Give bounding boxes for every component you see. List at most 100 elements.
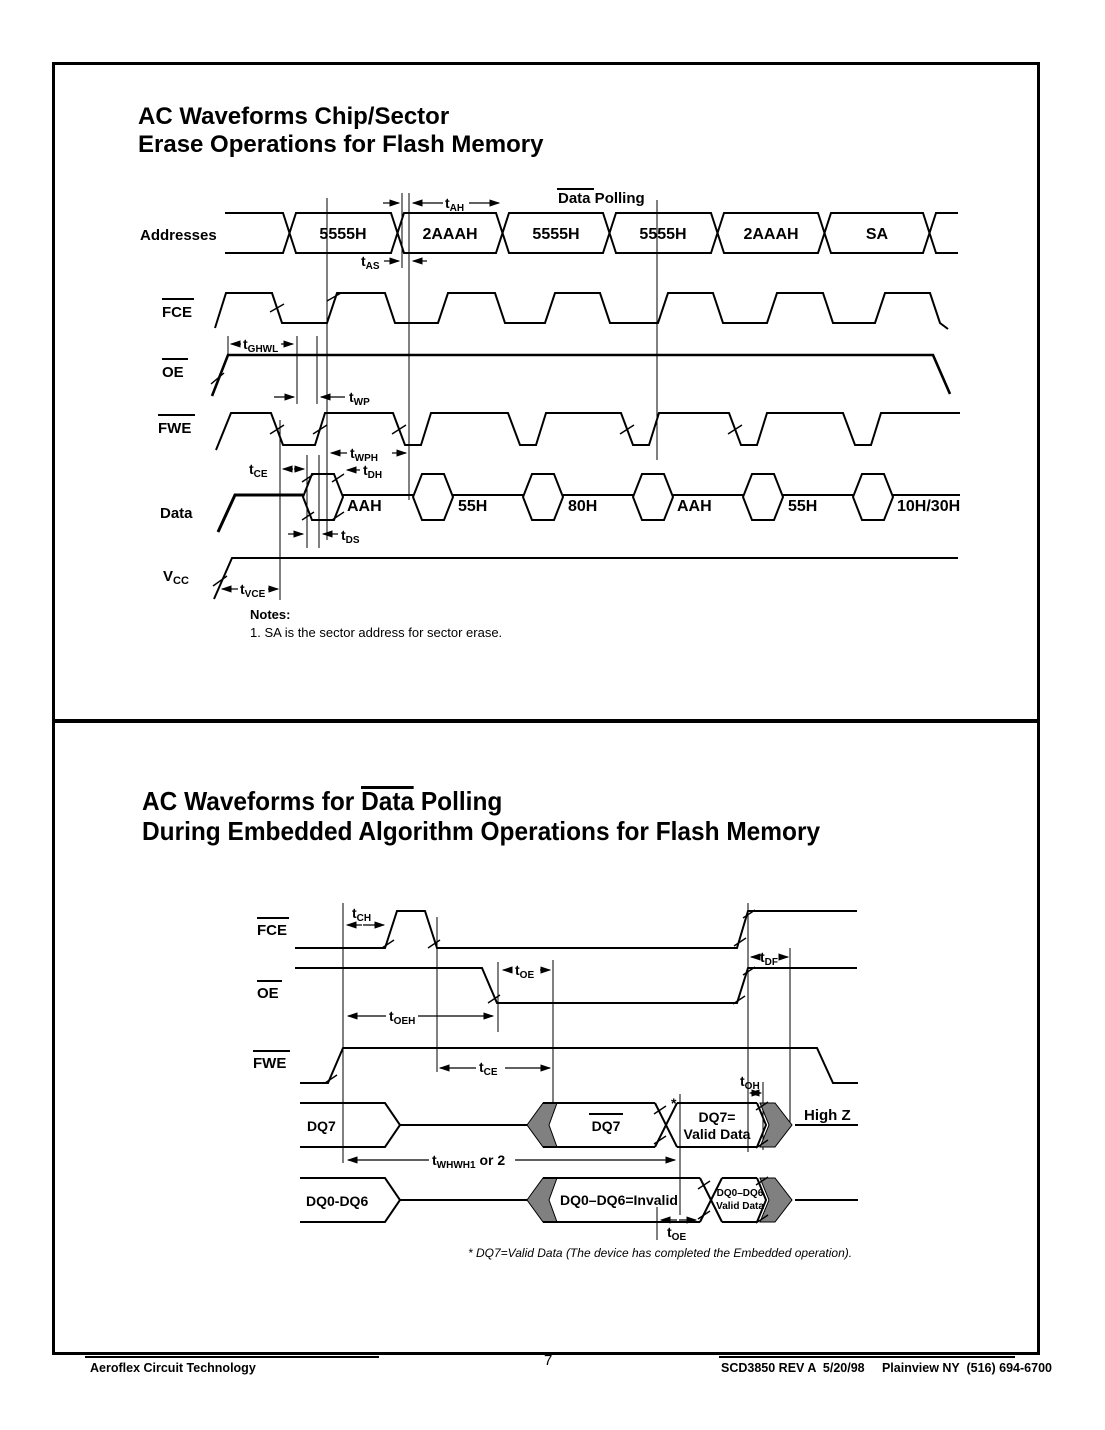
footer-rule-right [719, 1356, 1015, 1358]
addr-value: 2AAAH [743, 226, 798, 243]
addr-value: 5555H [639, 226, 686, 243]
polling-timing-diagram: FCE tCH tDF OE tOE tOEH FWE [253, 903, 858, 1243]
svg-text:tDH: tDH [363, 462, 382, 481]
svg-text:tAS: tAS [361, 253, 380, 272]
data-value: 55H [788, 498, 817, 515]
timing-twph: tWPH [329, 445, 408, 464]
svg-text:Data Polling: Data Polling [558, 190, 645, 207]
erase-timing-diagram: Data Polling Addresses 5555H 2AAAH 5555H… [140, 188, 960, 600]
polling-section-title: AC Waveforms for Data Polling During Emb… [142, 786, 820, 846]
data-value: AAH [677, 498, 712, 515]
data-label: Data [160, 505, 193, 522]
addr-value: 5555H [319, 226, 366, 243]
dq7-label: DQ7 [307, 1118, 336, 1134]
page-border-frame [52, 62, 1040, 1355]
data-waveform: Data AAH 55H 80H AAH 55H 10H/30H [160, 473, 960, 533]
dq7-valid-line1: DQ7= [699, 1109, 736, 1125]
fce-label: FCE [162, 304, 192, 321]
overlined-data: Data [361, 786, 415, 816]
oe-waveform: OE [257, 966, 857, 1005]
addresses-label: Addresses [140, 227, 217, 244]
svg-text:tWPH: tWPH [350, 445, 378, 464]
svg-text:tVCE: tVCE [240, 581, 266, 600]
section-divider-rule [55, 719, 1037, 723]
vcc-label: VCC [163, 568, 189, 587]
oe-label: OE [257, 985, 279, 1002]
footer-rule-left [85, 1356, 379, 1358]
timing-toeh: tOEH [346, 1008, 495, 1027]
vcc-waveform: VCC [163, 557, 958, 600]
highz-transition-shade [759, 1102, 793, 1148]
fwe-waveform: FWE [253, 1047, 858, 1084]
dq7-bar-label: DQ7 [592, 1118, 621, 1134]
footnote: * DQ7=Valid Data (The device has complet… [468, 1246, 853, 1260]
polling-title-line1: AC Waveforms for Data Polling [142, 786, 503, 816]
star-marker: * [671, 1095, 677, 1111]
fce-waveform: FCE [257, 909, 857, 949]
svg-text:tCE: tCE [249, 461, 268, 480]
timing-tvce: tVCE [220, 581, 280, 600]
timing-tdh: tDH [345, 462, 382, 481]
data-value: 55H [458, 498, 487, 515]
notes-block: Notes: 1. SA is the sector address for s… [250, 606, 502, 642]
svg-text:tOH: tOH [740, 1073, 760, 1092]
addr-value: 5555H [532, 226, 579, 243]
timing-tdf: tDF [749, 949, 790, 968]
transition-shade [526, 1177, 558, 1223]
timing-tch: tCH [345, 905, 386, 929]
timing-tce: tCE [438, 1059, 552, 1078]
transition-shade [526, 1102, 558, 1148]
data-polling-header: Data Polling [557, 188, 645, 207]
notes-heading: Notes: [250, 607, 291, 622]
timing-tas: tAS [361, 253, 427, 272]
timing-tah: tAH [383, 195, 501, 214]
timing-toe: tOE [501, 962, 552, 981]
data-value: 80H [568, 498, 597, 515]
addr-value: SA [866, 226, 889, 243]
data-value: AAH [347, 498, 382, 515]
fwe-label: FWE [253, 1055, 286, 1072]
svg-text:tDS: tDS [341, 527, 360, 546]
addr-value: 2AAAH [422, 226, 477, 243]
svg-text:tCE: tCE [479, 1059, 498, 1078]
timing-tghwl: tGHWL [229, 336, 295, 355]
svg-text:tWP: tWP [349, 389, 370, 408]
oe-waveform: OE [162, 353, 952, 397]
timing-tds: tDS [288, 527, 360, 546]
footer-doc-ref: SCD3850 REV A 5/20/98 Plainview NY (516)… [721, 1361, 1052, 1375]
timing-tce: tCE [249, 461, 306, 480]
svg-text:tWHWH1 or 2: tWHWH1 or 2 [432, 1152, 505, 1171]
oe-label: OE [162, 364, 184, 381]
dq06-label: DQ0-DQ6 [306, 1193, 368, 1209]
svg-text:tAH: tAH [445, 195, 464, 214]
fce-label: FCE [257, 922, 287, 939]
erase-section-title: AC Waveforms Chip/Sector Erase Operation… [138, 103, 543, 159]
erase-title-line1: AC Waveforms Chip/Sector [138, 103, 450, 130]
polling-title-line2: During Embedded Algorithm Operations for… [142, 816, 821, 846]
dq06-invalid-label: DQ0–DQ6=Invalid [560, 1192, 678, 1208]
svg-text:tDF: tDF [760, 949, 778, 968]
svg-text:tOE: tOE [667, 1224, 686, 1243]
timing-toh: tOH [740, 1073, 763, 1097]
timing-toe2: tOE [659, 1216, 698, 1243]
dq7-valid-line2: Valid Data [684, 1126, 751, 1142]
svg-text:tCH: tCH [352, 905, 371, 924]
highz-transition-shade [759, 1177, 793, 1223]
notes-item: 1. SA is the sector address for sector e… [250, 625, 503, 640]
data-value: 10H/30H [897, 498, 960, 515]
highz-label: High Z [804, 1107, 851, 1124]
svg-text:tOEH: tOEH [389, 1008, 415, 1027]
addresses-waveform: Addresses 5555H 2AAAH 5555H 5555H 2AAAH … [140, 212, 958, 254]
dq0-dq6-waveform: DQ0-DQ6 DQ0–DQ6=Invalid DQ0–DQ6 Valid Da… [300, 1176, 858, 1224]
timing-twhwh: tWHWH1 or 2 [346, 1152, 677, 1171]
fwe-waveform: FWE [158, 412, 960, 451]
timing-twp: tWP [274, 389, 370, 408]
fce-waveform: FCE [162, 292, 949, 330]
dq06-valid-line2: Valid Data [716, 1201, 764, 1212]
footer-company: Aeroflex Circuit Technology [90, 1361, 256, 1375]
dq06-valid-line1: DQ0–DQ6 [717, 1188, 764, 1199]
erase-title-line2: Erase Operations for Flash Memory [138, 131, 544, 158]
svg-text:tOE: tOE [515, 962, 534, 981]
fwe-label: FWE [158, 420, 191, 437]
